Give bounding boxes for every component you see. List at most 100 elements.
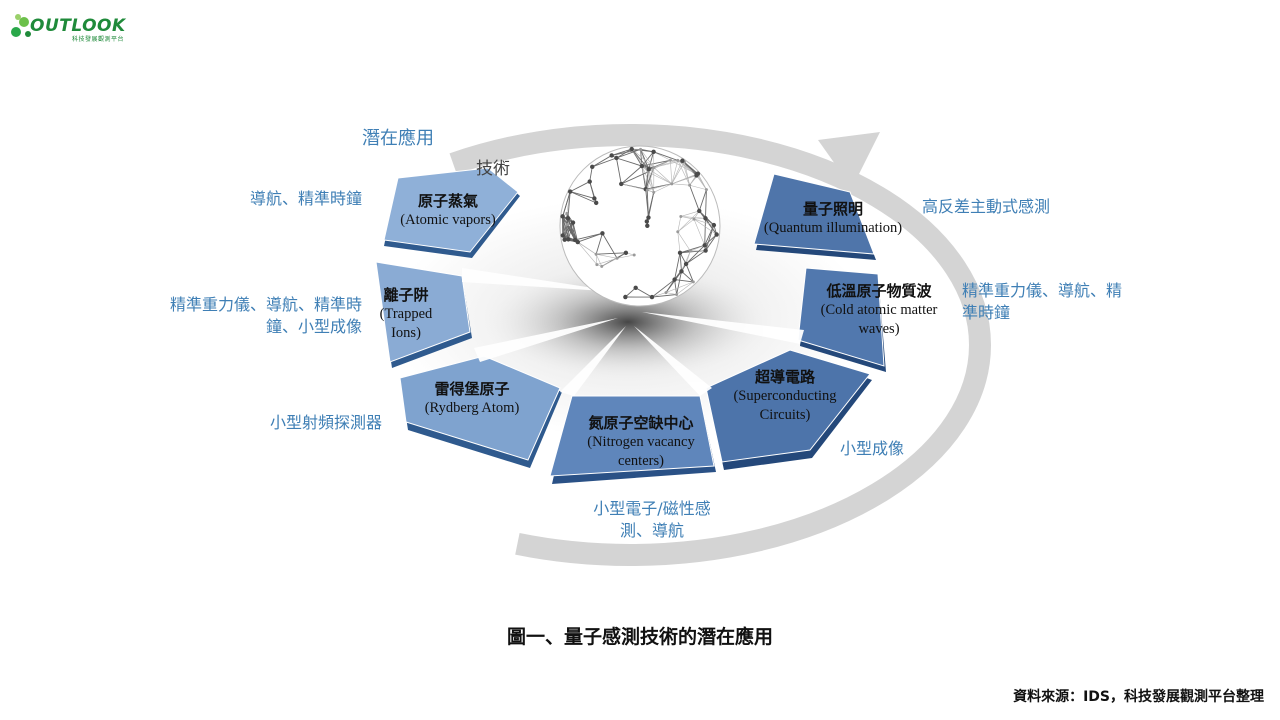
sphere-edge xyxy=(595,233,603,255)
sphere-node xyxy=(714,232,719,237)
logo-text: OUTLOOK xyxy=(30,16,126,36)
logo xyxy=(10,10,120,44)
sphere-node xyxy=(560,233,566,238)
sphere-edge xyxy=(705,189,707,219)
sphere-edge xyxy=(651,292,667,298)
tech-label-atomic-vapors: 原子蒸氣 (Atomic vapors) xyxy=(400,190,496,230)
tech-name-en: (Cold atomic matter waves) xyxy=(820,302,938,337)
sphere-node xyxy=(664,291,668,295)
sphere-node xyxy=(587,179,592,184)
sphere-edge xyxy=(564,222,574,240)
sphere-edge xyxy=(653,183,672,193)
sphere-edge xyxy=(621,183,648,191)
light-rays xyxy=(462,268,804,396)
application-superconducting: 小型成像 xyxy=(840,439,905,458)
sphere-node xyxy=(704,188,708,192)
sphere-edge xyxy=(577,241,598,265)
application-cold-atomic: 精準重力儀、導航、精準時鐘 xyxy=(962,281,1123,322)
tech-name-zh: 氮原子空缺中心 xyxy=(588,414,694,432)
application-nitrogen-vacancy: 小型電子/磁性感測、導航 xyxy=(593,499,711,540)
sphere-edge xyxy=(677,231,681,253)
sphere-edge xyxy=(671,161,685,185)
sphere-edge xyxy=(670,160,673,184)
sphere-edge xyxy=(595,254,603,267)
sphere-edge xyxy=(665,292,677,295)
sphere-edge xyxy=(602,233,618,259)
sphere-edge xyxy=(647,183,672,191)
sphere-edge xyxy=(601,258,618,267)
tech-label-superconducting: 超導電路 (Superconducting Circuits) xyxy=(718,366,852,425)
sphere-edge xyxy=(646,190,649,218)
sphere-edge xyxy=(689,185,700,212)
sphere-node xyxy=(677,250,683,256)
sphere-edge xyxy=(572,222,579,243)
sphere-edge xyxy=(682,160,690,186)
sphere-node xyxy=(646,215,651,220)
segment-quantum-illumination xyxy=(753,173,876,260)
sphere-edge xyxy=(689,184,707,190)
sphere-node xyxy=(702,243,707,248)
sphere-node xyxy=(566,223,570,227)
sphere-edge xyxy=(685,250,706,265)
sphere-edge xyxy=(681,270,694,283)
sphere-edge xyxy=(693,219,705,246)
sphere-edge xyxy=(596,252,626,255)
sphere-node xyxy=(679,269,684,274)
sphere-edge xyxy=(680,210,700,217)
tech-name-en: (Trapped Ions) xyxy=(379,306,433,341)
tech-name-zh: 原子蒸氣 xyxy=(417,192,478,210)
sphere-edge xyxy=(677,231,691,252)
sphere-node xyxy=(691,280,695,284)
tech-name-en: (Atomic vapors) xyxy=(400,212,496,228)
sphere-node xyxy=(633,285,638,291)
tech-label-rydberg-atom: 雷得堡原子 (Rydberg Atom) xyxy=(410,378,534,418)
segment-atomic-vapors xyxy=(383,167,520,258)
sphere-edge xyxy=(640,149,650,170)
sphere-edge xyxy=(674,279,694,283)
sphere-edge xyxy=(646,167,655,191)
sphere-edge xyxy=(704,224,715,246)
sphere-edge xyxy=(671,183,690,186)
sphere-node xyxy=(590,164,595,170)
sphere-node xyxy=(567,189,573,194)
sphere-edge xyxy=(681,250,691,272)
sphere-node xyxy=(565,216,571,221)
sphere-edge xyxy=(653,159,671,168)
tech-name-en: (Superconducting Circuits) xyxy=(733,388,837,423)
sphere-node xyxy=(619,181,624,187)
sphere-edge xyxy=(569,181,590,193)
sphere-node xyxy=(676,230,680,234)
tech-label-quantum-illumination: 量子照明 (Quantum illumination) xyxy=(742,198,924,238)
sphere-node xyxy=(679,214,683,218)
sphere-node xyxy=(575,239,580,245)
sphere-node xyxy=(645,188,649,192)
sphere-edge xyxy=(679,244,705,254)
sphere-edge xyxy=(693,218,717,235)
sphere-node xyxy=(639,163,645,169)
sphere-node xyxy=(623,250,629,256)
sphere-node xyxy=(644,219,650,224)
sphere-edge xyxy=(567,191,571,219)
tech-label-nitrogen-vacancy: 氮原子空缺中心 (Nitrogen vacancy centers) xyxy=(572,412,710,471)
sphere-node xyxy=(600,231,605,236)
sphere-node xyxy=(703,248,708,253)
sphere-node xyxy=(645,223,650,228)
sphere-edge xyxy=(562,216,569,240)
sphere-edge xyxy=(676,281,694,295)
sphere-edge xyxy=(592,155,612,168)
sphere-node xyxy=(566,237,571,242)
sphere-edge xyxy=(595,254,598,265)
sphere-edge xyxy=(570,191,595,199)
segment-trapped-ions xyxy=(375,261,472,368)
sphere-edge xyxy=(665,281,694,293)
sphere-node xyxy=(652,166,656,170)
sphere-edge xyxy=(621,171,649,185)
sphere-edge xyxy=(577,232,603,243)
sphere-edge xyxy=(680,216,695,220)
tech-label-cold-atomic: 低溫原子物質波 (Cold atomic matter waves) xyxy=(802,280,956,339)
sphere-node xyxy=(676,158,680,162)
sphere-node xyxy=(570,220,576,225)
application-atomic-vapors: 導航、精準時鐘 xyxy=(250,189,363,208)
sphere-node xyxy=(675,293,679,297)
sphere-edge xyxy=(596,253,618,259)
